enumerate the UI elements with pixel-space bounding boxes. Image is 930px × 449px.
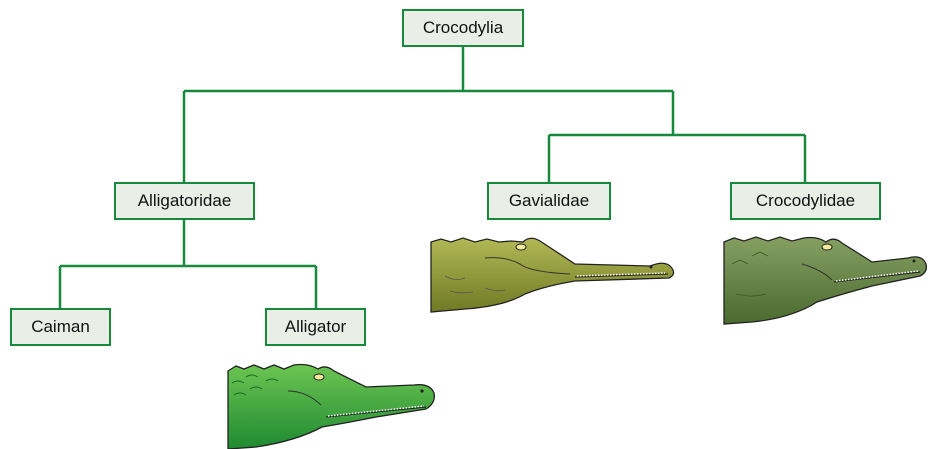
node-alligator: Alligator: [265, 308, 366, 346]
node-crocodylia: Crocodylia: [402, 9, 524, 47]
node-alligatoridae: Alligatoridae: [114, 182, 255, 220]
node-gavialidae: Gavialidae: [487, 182, 611, 220]
alligator-head-illustration: [226, 361, 438, 449]
node-caiman: Caiman: [10, 308, 111, 346]
crocodile-head-illustration: [722, 234, 930, 326]
gharial-head-illustration: [425, 236, 680, 314]
node-crocodylidae: Crocodylidae: [730, 182, 881, 220]
